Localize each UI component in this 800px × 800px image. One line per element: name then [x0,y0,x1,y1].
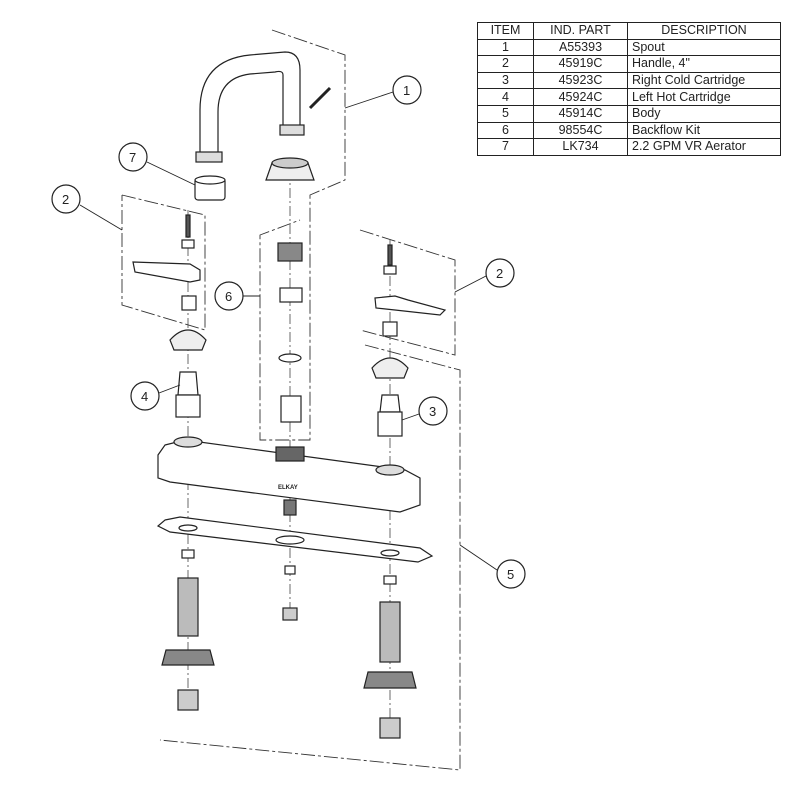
body-logo: ELKAY [278,485,298,491]
cell-part: 45919C [533,55,628,73]
right-shank [363,575,417,739]
cell-description: Handle, 4" [627,55,781,73]
callout-6: 6 [214,281,244,311]
svg-text:2: 2 [62,192,69,207]
cell-part: 98554C [533,121,628,140]
cell-item: 4 [477,88,534,106]
callout-5: 5 [496,559,526,589]
cell-item: 5 [477,104,534,123]
cell-description: Spout [627,38,781,57]
cell-part: LK734 [533,138,628,156]
left-handle-assembly [132,214,207,418]
backflow-kit-parts [277,242,303,423]
cell-description: Body [627,104,781,123]
callout-2-left: 2 [51,184,81,214]
cell-part: 45923C [533,71,628,90]
spout [195,51,332,163]
cell-description: Right Cold Cartridge [627,71,781,90]
spout-nut [265,157,315,181]
callout-3: 3 [418,396,448,426]
cell-description: Left Hot Cartridge [627,88,781,106]
cell-description: Backflow Kit [627,121,781,140]
svg-text:7: 7 [129,150,136,165]
gasket-plate [156,516,434,563]
cell-item: 6 [477,121,534,140]
aerator [194,175,226,201]
callout-1: 1 [392,75,422,105]
cell-part: A55393 [533,38,628,57]
callout-2-right: 2 [485,258,515,288]
svg-text:5: 5 [507,567,514,582]
header-part: IND. PART [533,22,628,40]
leader-lines [79,91,498,571]
cell-item: 2 [477,55,534,73]
cell-part: 45914C [533,104,628,123]
right-handle-assembly [371,244,447,437]
svg-text:2: 2 [496,266,503,281]
cell-item: 3 [477,71,534,90]
table-header-row: ITEM IND. PART DESCRIPTION [477,22,781,40]
svg-text:1: 1 [403,83,410,98]
header-item: ITEM [477,22,534,40]
svg-text:4: 4 [141,389,148,404]
left-shank [161,549,215,711]
cell-item: 7 [477,138,534,156]
callout-4: 4 [130,381,160,411]
header-description: DESCRIPTION [627,22,781,40]
cell-part: 45924C [533,88,628,106]
cell-item: 1 [477,38,534,57]
callout-7: 7 [118,142,148,172]
faucet-body: ELKAY [157,436,421,516]
cell-description: 2.2 GPM VR Aerator [627,138,781,156]
svg-text:3: 3 [429,404,436,419]
center-nut [282,565,298,621]
svg-text:6: 6 [225,289,232,304]
group-outlines [121,29,461,771]
